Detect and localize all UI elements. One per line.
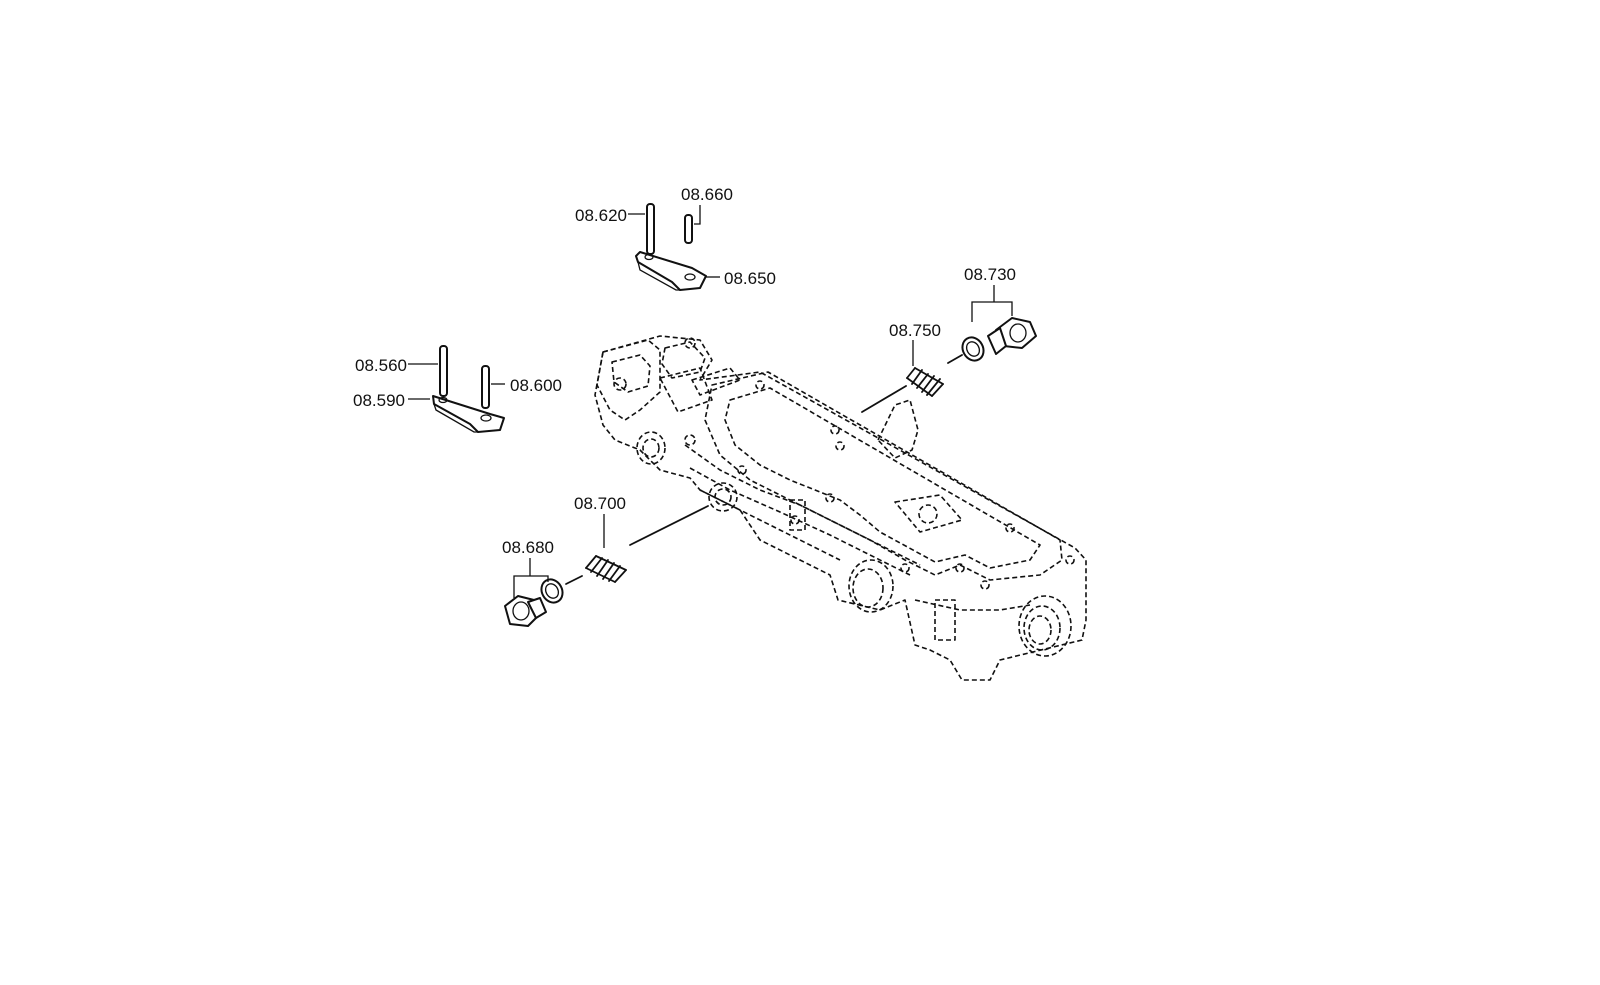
plug-08680 [504, 595, 547, 627]
washer-08730 [961, 336, 985, 362]
label-08660: 08.660 [681, 185, 733, 204]
axis-line-08730 [947, 354, 963, 364]
plug-08730 [987, 317, 1037, 355]
label-08600: 08.600 [510, 376, 562, 395]
washer-08680 [540, 578, 564, 604]
pin-08660 [684, 214, 693, 244]
spring-08750 [906, 367, 944, 397]
plate-08650 [635, 251, 707, 291]
pin-08600 [481, 365, 490, 409]
label-08700: 08.700 [574, 494, 626, 513]
axis-line-08750 [861, 385, 907, 413]
label-08650: 08.650 [724, 269, 776, 288]
valve-housing [594, 335, 1087, 681]
label-08590: 08.590 [353, 391, 405, 410]
label-08620: 08.620 [575, 206, 627, 225]
label-08680: 08.680 [502, 538, 554, 557]
spring-08700 [585, 555, 627, 583]
leader-lines [408, 205, 1013, 598]
label-08730: 08.730 [964, 265, 1016, 284]
axis-line-08680 [565, 575, 583, 585]
axis-line-08700 [629, 505, 709, 546]
label-08560: 08.560 [355, 356, 407, 375]
pin-08560 [439, 345, 448, 397]
plate-08590 [432, 395, 505, 433]
pin-08620 [646, 203, 655, 255]
label-08750: 08.750 [889, 321, 941, 340]
